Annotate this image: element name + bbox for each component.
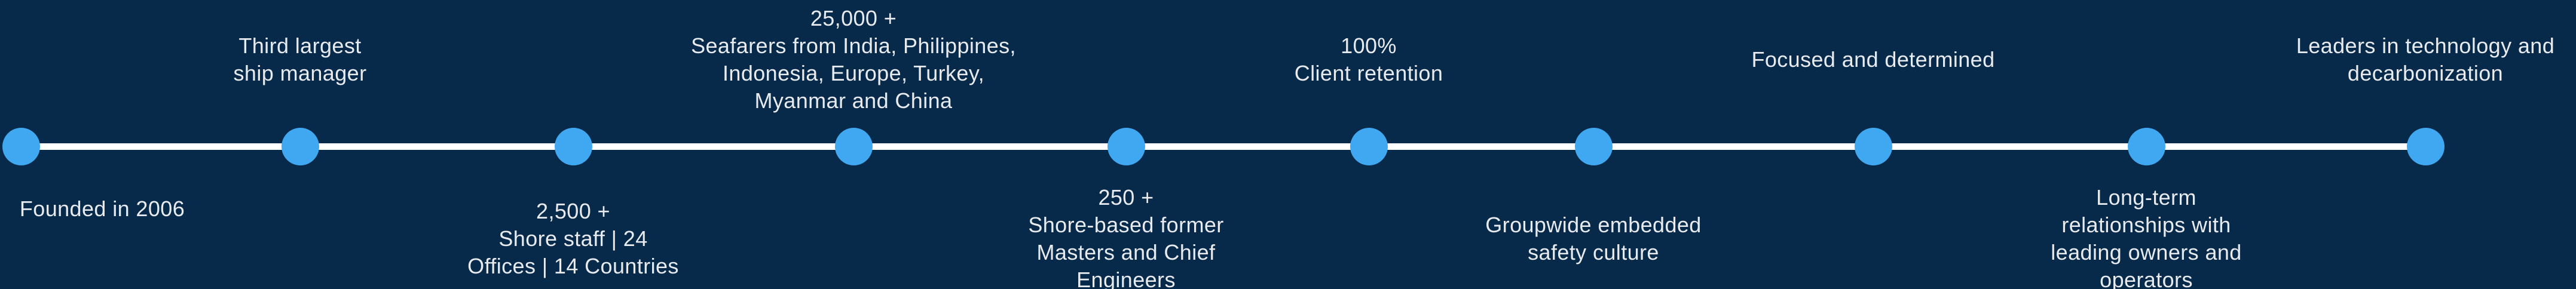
milestone-label-below: Groupwide embedded safety culture [1485, 211, 1701, 266]
milestone-label-text: relationships with [2061, 213, 2231, 237]
timeline-dot [834, 127, 873, 165]
milestone-label-text: 100% [1341, 33, 1397, 58]
timeline-line [21, 143, 2425, 150]
milestone-label-above: 25,000 + Seafarers from India, Philippine… [691, 5, 1016, 115]
milestone-label-text: 250 + [1098, 185, 1154, 210]
milestone-label-text: Focused and determined [1751, 47, 1995, 72]
timeline-dot [1350, 127, 1388, 165]
milestone-label-text: Shore staff | 24 [498, 226, 648, 251]
milestone-label-text: operators [2100, 268, 2193, 289]
milestone-label-text: Offices | 14 Countries [467, 254, 679, 278]
milestone-label-text: Indonesia, Europe, Turkey, [723, 61, 984, 85]
timeline-dot [281, 127, 319, 165]
milestone-label-text: Masters and Chief [1036, 240, 1216, 265]
timeline-dot [2406, 127, 2445, 165]
timeline-dot [2127, 127, 2165, 165]
milestone-label-below: Founded in 2006 [20, 195, 185, 223]
timeline-dot [554, 127, 592, 165]
milestone-label-text: 25,000 + [810, 6, 897, 30]
milestone-label-text: leading owners and [2051, 240, 2242, 265]
milestone-label-text: Founded in 2006 [19, 196, 185, 221]
milestone-label-text: ship manager [233, 61, 367, 85]
milestone-label-above: 100% Client retention [1295, 32, 1443, 87]
milestone-label-text: Third largest [238, 33, 362, 58]
milestone-label-below: Long-term relationships with leading owner… [2051, 184, 2241, 289]
milestone-label-above: Leaders in technology and decarbonization [2296, 32, 2554, 87]
milestone-label-text: Long-term [2096, 185, 2196, 210]
timeline-dot [1854, 127, 1892, 165]
timeline-dot [2, 127, 40, 165]
milestone-label-text: decarbonization [2347, 61, 2504, 85]
milestone-label-text: Seafarers from India, Philippines, [691, 33, 1016, 58]
milestone-label-text: safety culture [1528, 240, 1659, 265]
timeline-dot [1574, 127, 1613, 165]
milestone-label-above: Focused and determined [1751, 46, 1994, 73]
milestone-label-above: Third largest ship manager [234, 32, 367, 87]
milestone-label-text: 2,500 + [536, 199, 610, 223]
timeline-dot [1107, 127, 1145, 165]
milestone-label-below: 2,500 + Shore staff | 24 Offices | 14 Coun… [467, 198, 679, 280]
milestone-label-text: Myanmar and China [754, 88, 953, 113]
milestone-label-text: Client retention [1294, 61, 1443, 85]
milestone-label-text: Engineers [1076, 268, 1176, 289]
milestone-label-text: Leaders in technology and [2296, 33, 2555, 58]
milestone-label-text: Shore-based former [1028, 213, 1224, 237]
milestone-label-text: Groupwide embedded [1485, 213, 1702, 237]
